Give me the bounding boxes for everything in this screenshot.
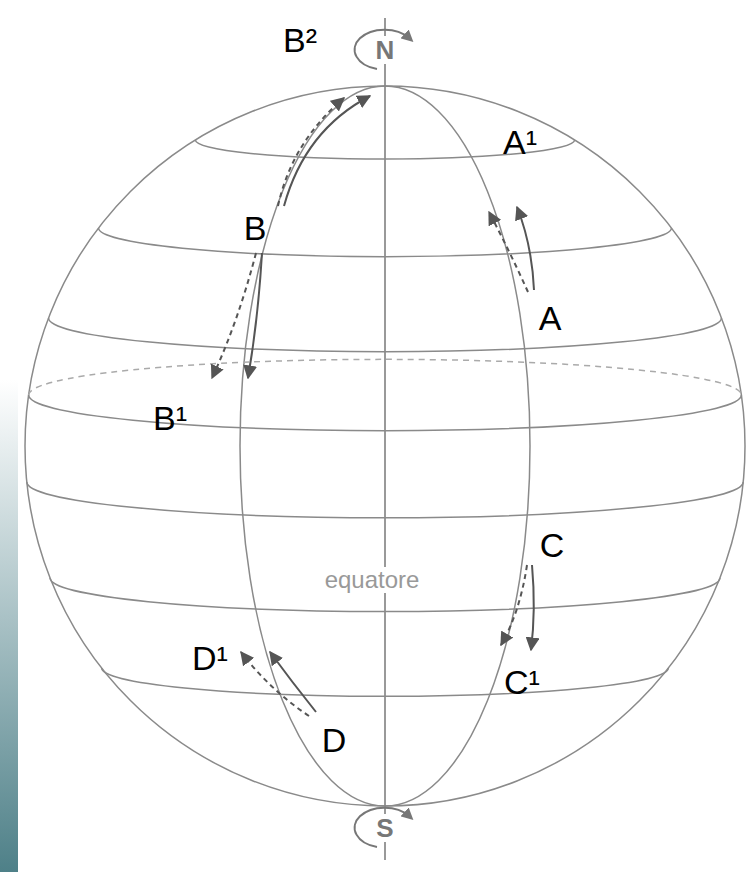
point-label: A: [539, 301, 562, 335]
rotation-arrow: [355, 808, 409, 847]
parallel: [49, 318, 722, 352]
point-label: B²: [283, 23, 317, 57]
motion-arrow: [517, 207, 534, 290]
point-label: C: [540, 528, 565, 562]
point-label: A¹: [503, 125, 537, 159]
point-label: B¹: [153, 401, 187, 435]
point-label: C¹: [504, 665, 540, 699]
motion-arrow: [241, 652, 309, 716]
parallel: [29, 395, 742, 431]
rotation-axis: [384, 18, 386, 860]
motion-arrow: [212, 253, 256, 378]
motion-arrow: [284, 96, 370, 206]
parallel-back: [29, 359, 742, 395]
motion-arrow: [270, 652, 316, 712]
pole-label: N: [374, 36, 397, 64]
meridian: [240, 86, 385, 806]
motion-arrow: [278, 98, 344, 206]
pole-label: S: [374, 814, 395, 842]
motion-arrow: [501, 565, 527, 645]
point-label: B: [244, 211, 267, 245]
motion-arrow: [531, 565, 534, 650]
point-label: D¹: [192, 641, 228, 675]
side-strip: [0, 380, 18, 872]
point-label: D: [322, 723, 347, 757]
parallel: [102, 668, 669, 696]
parallel: [99, 228, 672, 257]
parallel: [27, 482, 743, 518]
rotation-arrow: [355, 30, 409, 69]
motion-arrow: [489, 212, 528, 292]
equator-label: equatore: [323, 567, 422, 593]
